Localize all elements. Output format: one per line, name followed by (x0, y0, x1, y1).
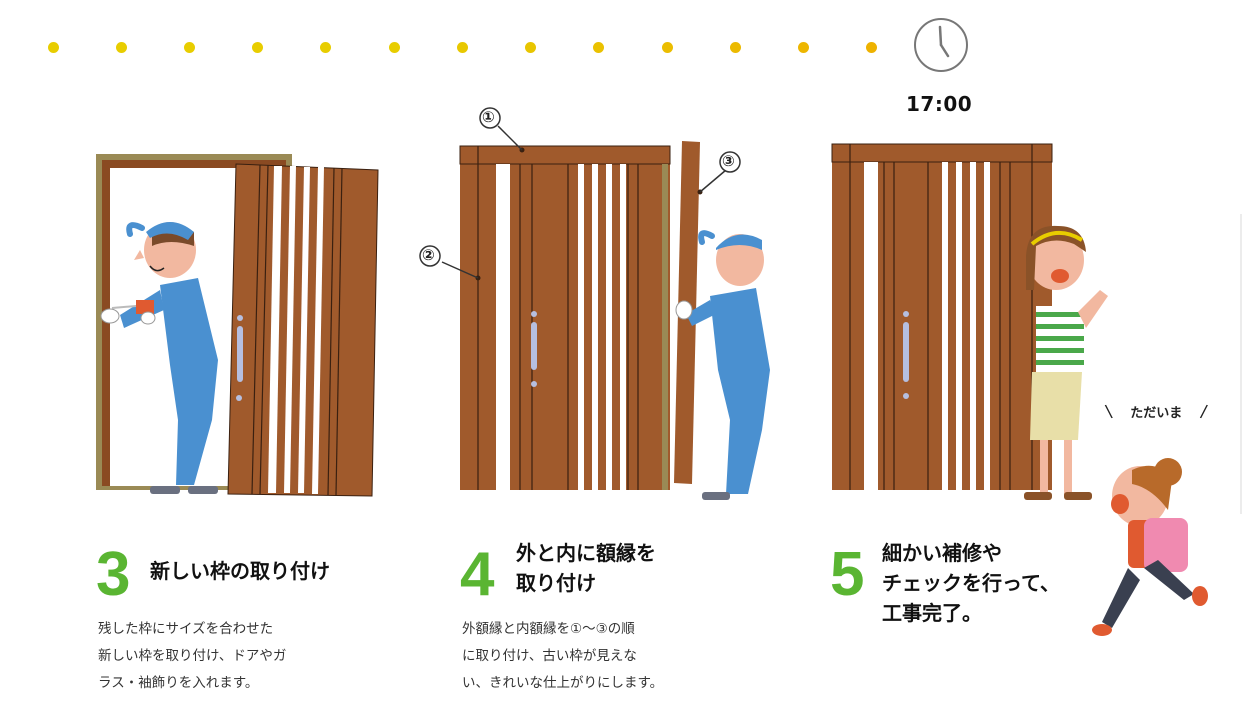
speech-mark-left: \ (1104, 401, 1114, 423)
timeline-dot (662, 42, 673, 53)
step3-title-line: 新しい枠の取り付け (150, 559, 330, 583)
time-label: 17:00 (906, 92, 973, 116)
step5-illustration (831, 143, 1208, 636)
step3-title: 新しい枠の取り付け (150, 556, 330, 586)
step4-illustration (419, 107, 770, 500)
step5-title-line: チェックを行って、 (882, 571, 1060, 595)
timeline-dot (457, 42, 468, 53)
step4-number: 4 (460, 540, 495, 609)
marker-3: ③ (722, 152, 735, 170)
timeline-dot (184, 42, 195, 53)
timeline-dot (525, 42, 536, 53)
step5-title-line: 細かい補修や (882, 541, 1002, 565)
step3-number: 3 (96, 540, 131, 609)
step4-desc-line: に取り付け、古い枠が見えな (462, 648, 637, 664)
step3-desc-line: 新しい枠を取り付け、ドアやガ (98, 648, 287, 664)
timeline-dot (593, 42, 604, 53)
timeline-dot (116, 42, 127, 53)
timeline-dot (730, 42, 741, 53)
step4-title-line: 取り付け (516, 571, 596, 595)
timeline-dot (48, 42, 59, 53)
step5-title-line: 工事完了。 (882, 601, 982, 625)
step5-number: 5 (830, 540, 865, 609)
speech-text: ただいま (1130, 406, 1183, 421)
timeline-dot (389, 42, 400, 53)
marker-1: ① (482, 108, 495, 126)
timeline-dot (320, 42, 331, 53)
timeline-dot (798, 42, 809, 53)
step3-desc-line: 残した枠にサイズを合わせた (98, 621, 274, 637)
step5-title: 細かい補修や チェックを行って、 工事完了。 (882, 538, 1060, 628)
speech-bubble: \ ただいま / (1104, 401, 1208, 423)
step4-desc-line: い、きれいな仕上がりにします。 (462, 675, 664, 691)
step3-illustration (96, 154, 379, 497)
step4-desc-line: 外額縁と内額縁を①～③の順 (462, 621, 635, 637)
step3-desc-line: ラス・袖飾りを入れます。 (98, 675, 259, 691)
clock-icon (914, 18, 968, 72)
edge-divider (1240, 214, 1242, 514)
step3-description: 残した枠にサイズを合わせた 新しい枠を取り付け、ドアやガ ラス・袖飾りを入れます… (98, 616, 286, 697)
timeline-dot (252, 42, 263, 53)
marker-2: ② (422, 246, 435, 264)
step4-description: 外額縁と内額縁を①～③の順 に取り付け、古い枠が見えな い、きれいな仕上がりにし… (462, 616, 663, 697)
timeline-dot (866, 42, 877, 53)
step4-title-line: 外と内に額縁を (516, 541, 656, 565)
step4-title: 外と内に額縁を 取り付け (516, 538, 656, 598)
